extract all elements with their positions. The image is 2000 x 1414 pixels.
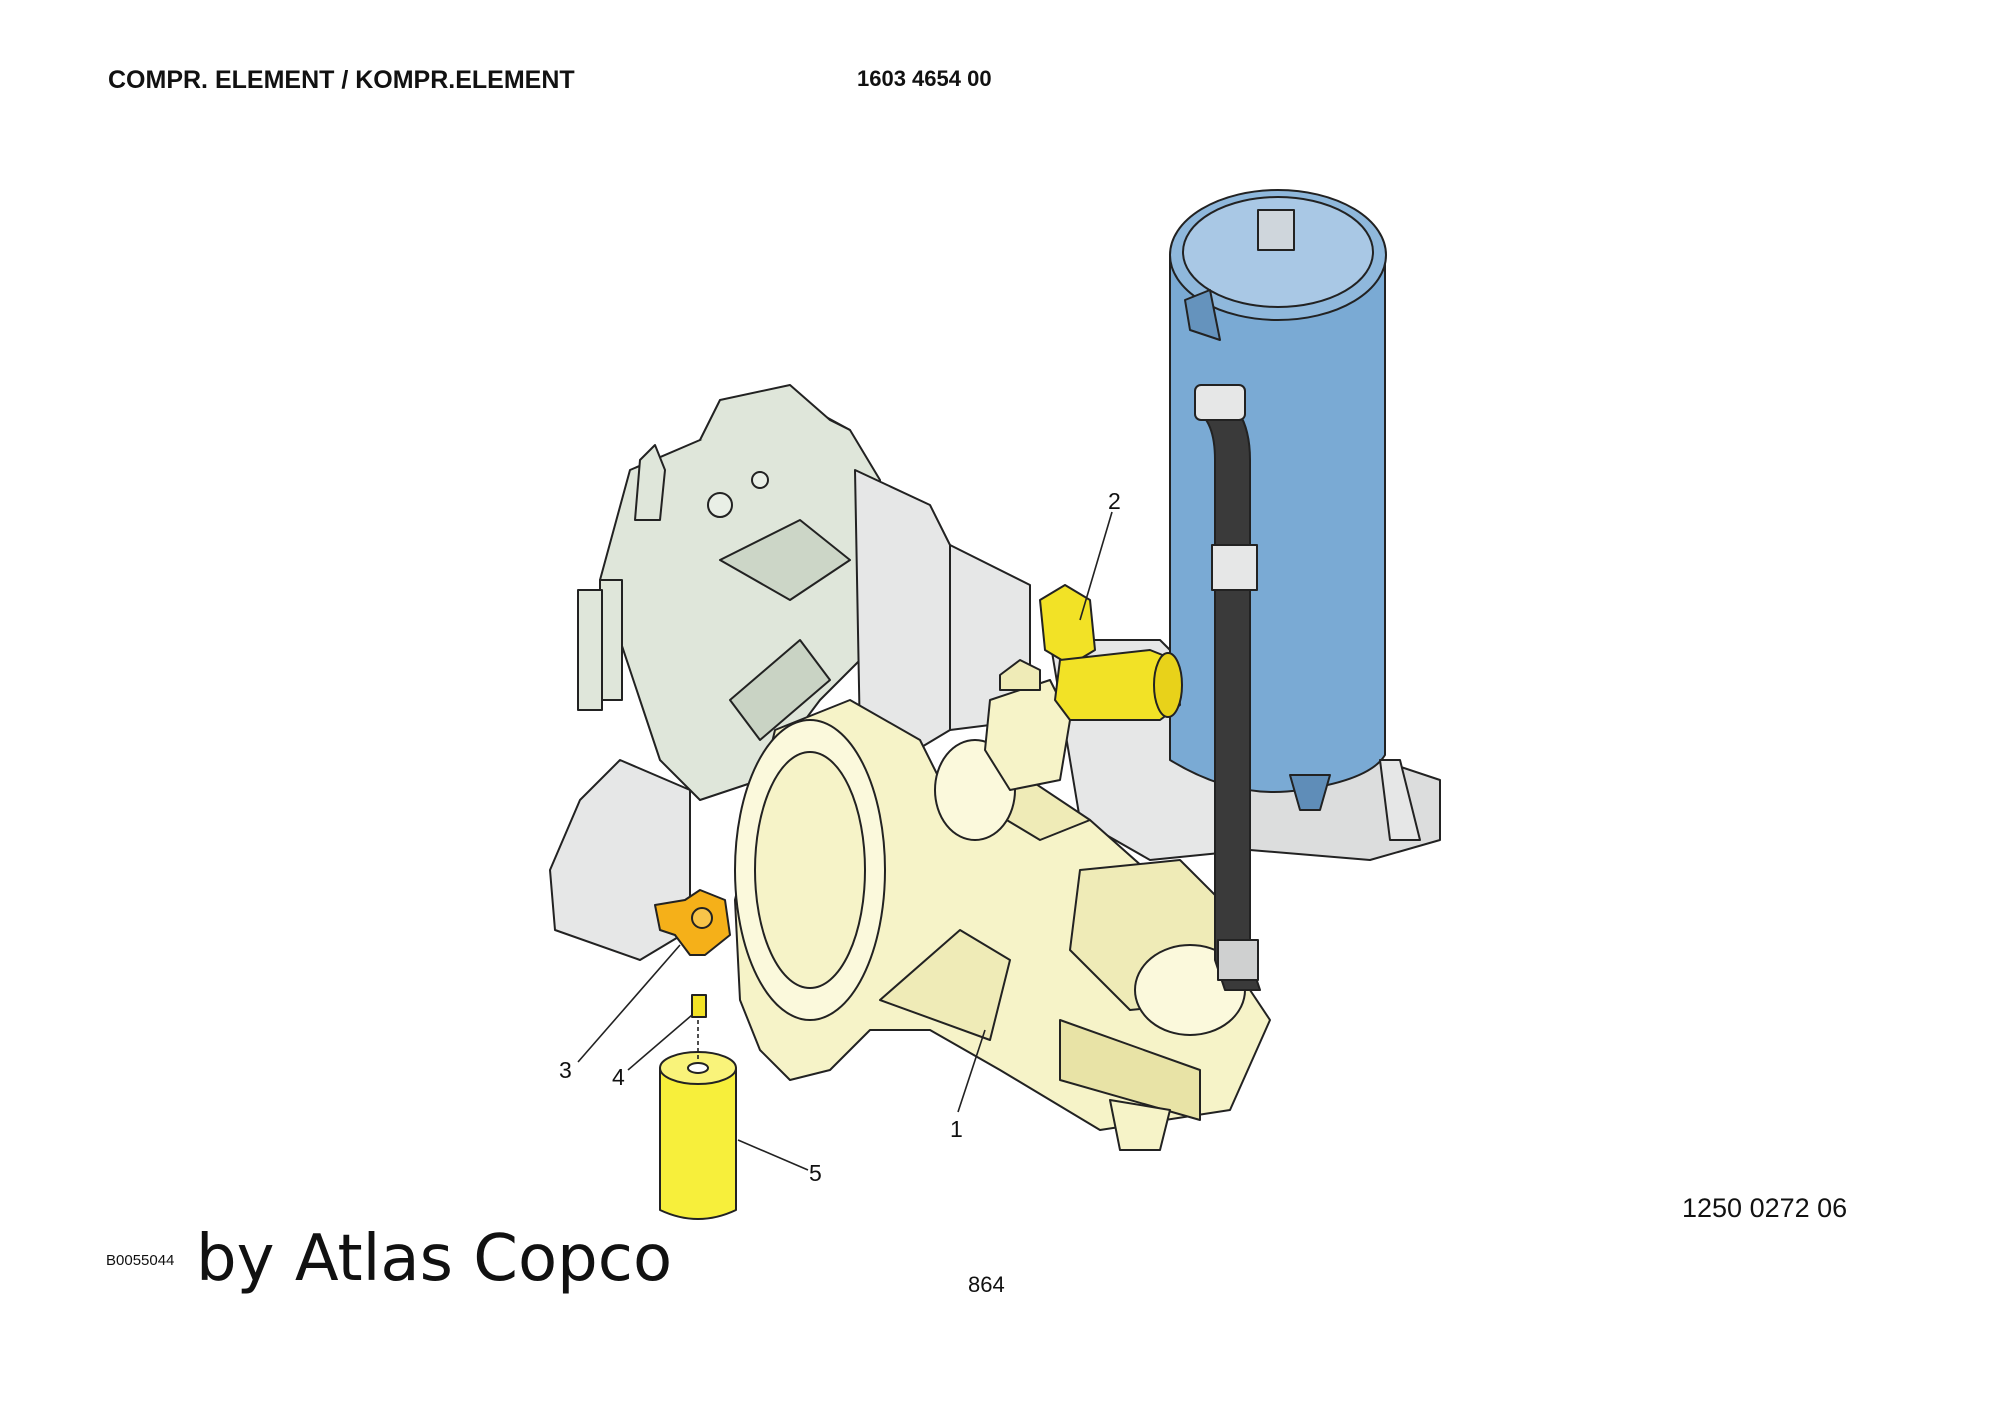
callout-2: 2 (1108, 488, 1121, 514)
leader-line-2 (1079, 511, 1113, 621)
leader-line-4 (627, 1014, 693, 1071)
callout-5: 5 (809, 1160, 822, 1186)
part-3-valve (654, 889, 731, 956)
callout-3: 3 (559, 1057, 572, 1083)
part-4-nipple (691, 994, 707, 1018)
reference-code: 1250 0272 06 (1682, 1193, 1848, 1223)
leader-line-1 (957, 1029, 986, 1113)
leader-line-5 (737, 1139, 809, 1171)
watermark-text: by Atlas Copco (196, 1222, 673, 1296)
image-code: B0055044 (106, 1252, 175, 1269)
callout-1: 1 (950, 1116, 963, 1142)
page-number: 864 (968, 1272, 1005, 1297)
leader-lines (577, 511, 1113, 1171)
part-2-fitting (1039, 584, 1183, 721)
compressor-element (734, 659, 1271, 1151)
part-number: 1603 4654 00 (857, 66, 992, 91)
oil-hose (1194, 384, 1261, 991)
leader-line-3 (577, 944, 681, 1063)
engine-block (577, 384, 881, 801)
page-title: COMPR. ELEMENT / KOMPR.ELEMENT (108, 66, 575, 94)
part-5-oil-filter (659, 1051, 737, 1220)
callout-4: 4 (612, 1064, 625, 1090)
oil-separator-tank (1169, 189, 1421, 841)
